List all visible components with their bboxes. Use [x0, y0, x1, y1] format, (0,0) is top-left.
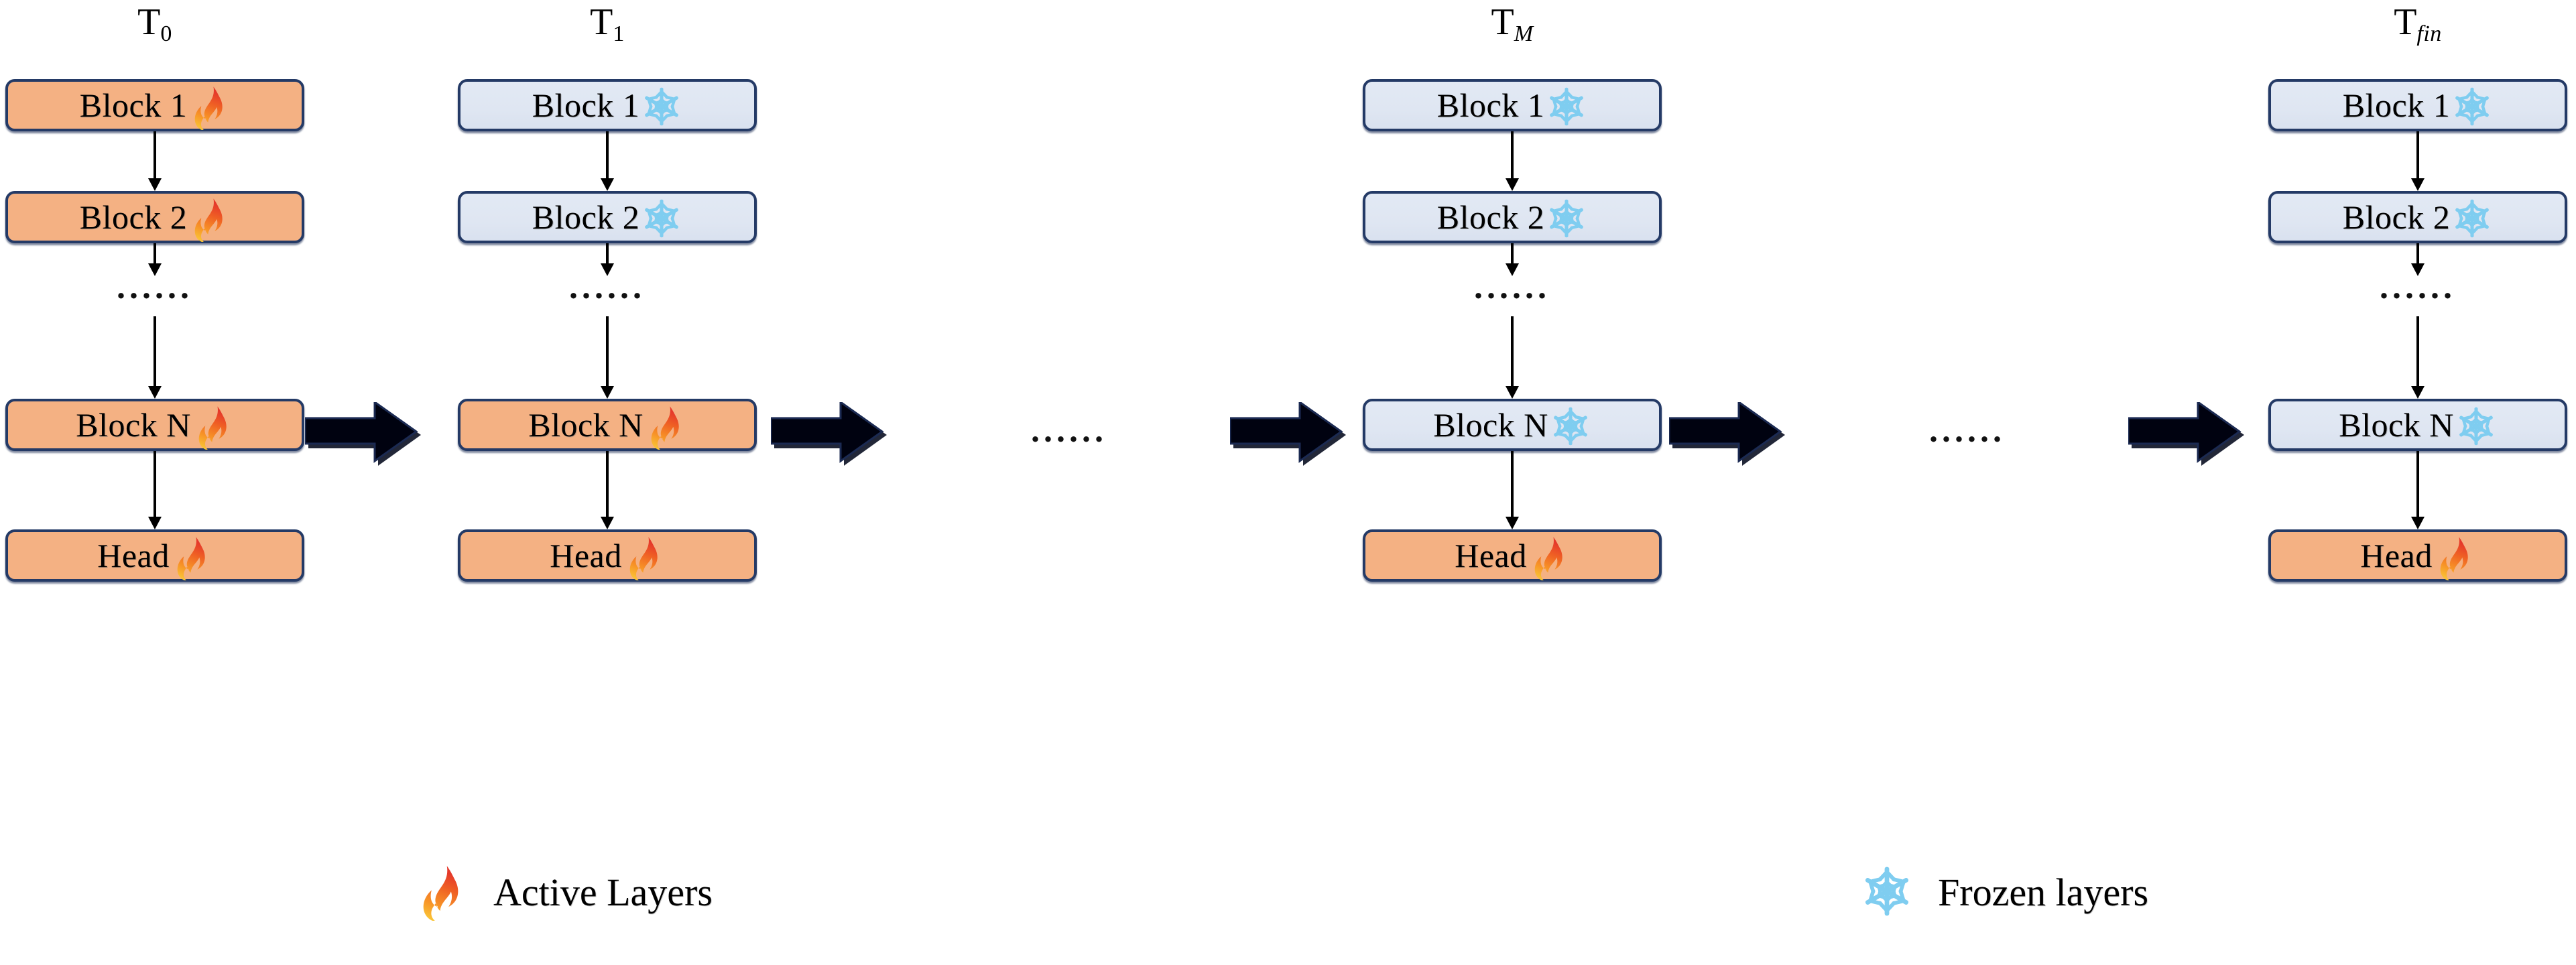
block-T1-3[interactable]: Head	[458, 529, 757, 582]
block-T1-2[interactable]: Block N	[458, 399, 757, 451]
right-arrow-icon	[1669, 402, 1790, 474]
flow-arrow-ellipsis-blockn	[143, 316, 166, 399]
block-label: Head	[2360, 537, 2433, 574]
block-TM-1[interactable]: Block 2	[1363, 191, 1662, 243]
flame-icon	[645, 405, 686, 451]
right-arrow-icon	[771, 402, 892, 474]
stage-title-base: T	[1491, 1, 1514, 43]
flow-arrow-block1-block2	[2406, 131, 2429, 191]
stage-inner-ellipsis: ......	[1474, 268, 1550, 306]
flame-icon	[171, 536, 212, 582]
flow-arrow-blockn-head	[1501, 451, 1524, 529]
stage-title-subscript: M	[1514, 21, 1534, 47]
legend-label: Frozen layers	[1938, 871, 2149, 914]
block-label: Head	[1455, 537, 1527, 574]
flow-arrow-block2-ellipsis	[596, 243, 619, 276]
block-label: Head	[97, 537, 170, 574]
flow-arrow-blockn-head	[596, 451, 619, 529]
block-T0-2[interactable]: Block N	[5, 399, 304, 451]
stage-title-subscript: 1	[613, 21, 625, 47]
snowflake-icon	[1546, 198, 1587, 239]
legend-item-active: Active Layers	[416, 864, 713, 922]
flame-icon	[1528, 536, 1570, 582]
legend-item-frozen: Frozen layers	[1860, 864, 2148, 921]
flow-arrow-blockn-head	[2406, 451, 2429, 529]
stage-inner-ellipsis: ......	[569, 268, 646, 306]
stage-inner-ellipsis: ......	[2380, 268, 2456, 306]
block-label: Block 2	[79, 198, 188, 236]
block-label: Block N	[528, 406, 643, 444]
block-label: Block 1	[79, 86, 188, 124]
flow-arrow-block2-ellipsis	[143, 243, 166, 276]
right-arrow-icon	[1230, 402, 1351, 474]
block-label: Block 1	[2342, 86, 2451, 124]
block-T0-3[interactable]: Head	[5, 529, 304, 582]
block-label: Block 1	[1436, 86, 1545, 124]
snowflake-icon	[2451, 198, 2493, 239]
flame-icon	[188, 198, 230, 243]
block-T0-0[interactable]: Block 1	[5, 79, 304, 131]
block-label: Block 2	[2342, 198, 2451, 236]
flame-icon	[192, 405, 234, 451]
block-Tfin-1[interactable]: Block 2	[2268, 191, 2567, 243]
block-label: Block N	[2339, 406, 2454, 444]
flow-arrow-ellipsis-blockn	[596, 316, 619, 399]
stage-gap-ellipsis: ......	[1929, 411, 2006, 450]
snowflake-icon	[641, 86, 682, 127]
block-TM-3[interactable]: Head	[1363, 529, 1662, 582]
flame-icon	[188, 86, 230, 131]
snowflake-icon	[1550, 405, 1591, 447]
block-T1-0[interactable]: Block 1	[458, 79, 757, 131]
legend-label: Active Layers	[493, 871, 713, 914]
block-label: Block N	[1433, 406, 1548, 444]
flow-arrow-block2-ellipsis	[1501, 243, 1524, 276]
block-label: Head	[550, 537, 622, 574]
block-label: Block N	[76, 406, 191, 444]
stage-title-T0: T0	[5, 1, 304, 47]
flame-icon	[2434, 536, 2475, 582]
snowflake-icon	[1546, 86, 1587, 127]
stage-inner-ellipsis: ......	[117, 268, 193, 306]
stage-title-base: T	[590, 1, 613, 43]
block-Tfin-3[interactable]: Head	[2268, 529, 2567, 582]
stage-title-base: T	[137, 1, 161, 43]
flow-arrow-blockn-head	[143, 451, 166, 529]
flame-icon	[623, 536, 665, 582]
block-T0-1[interactable]: Block 2	[5, 191, 304, 243]
snowflake-icon	[641, 198, 682, 239]
snowflake-icon	[2451, 86, 2493, 127]
stage-title-TM: TM	[1363, 1, 1662, 47]
stage-title-base: T	[2394, 1, 2417, 43]
block-T1-1[interactable]: Block 2	[458, 191, 757, 243]
block-label: Block 1	[532, 86, 640, 124]
stage-title-subscript: fin	[2416, 21, 2442, 47]
flow-arrow-block1-block2	[1501, 131, 1524, 191]
block-label: Block 2	[532, 198, 640, 236]
snowflake-icon	[1860, 864, 1912, 921]
flow-arrow-ellipsis-blockn	[2406, 316, 2429, 399]
stage-column-TM: TM Block 1 Block 2 Block N Head......	[1363, 0, 1662, 791]
right-arrow-icon	[305, 402, 426, 474]
block-Tfin-0[interactable]: Block 1	[2268, 79, 2567, 131]
stage-title-Tfin: Tfin	[2268, 1, 2567, 47]
flow-arrow-block2-ellipsis	[2406, 243, 2429, 276]
block-TM-0[interactable]: Block 1	[1363, 79, 1662, 131]
right-arrow-icon	[2128, 402, 2249, 474]
block-label: Block 2	[1436, 198, 1545, 236]
stage-gap-ellipsis: ......	[1031, 411, 1107, 450]
stage-title-T1: T1	[458, 1, 757, 47]
flow-arrow-ellipsis-blockn	[1501, 316, 1524, 399]
block-Tfin-2[interactable]: Block N	[2268, 399, 2567, 451]
flow-arrow-block1-block2	[143, 131, 166, 191]
flame-icon	[416, 864, 468, 922]
flow-arrow-block1-block2	[596, 131, 619, 191]
stage-title-subscript: 0	[160, 21, 172, 47]
block-TM-2[interactable]: Block N	[1363, 399, 1662, 451]
snowflake-icon	[2455, 405, 2497, 447]
